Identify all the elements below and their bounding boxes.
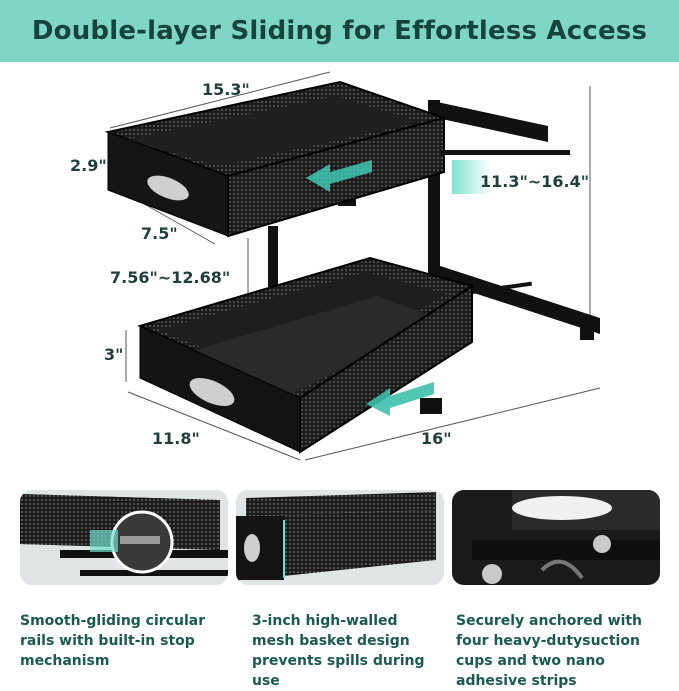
organizer-drawing (104, 71, 601, 461)
top-depth-label: 7.5" (141, 224, 178, 243)
bottom-width-label: 16" (421, 429, 452, 448)
suction-cup-drawing (452, 490, 660, 585)
top-height-label: 2.9" (70, 156, 107, 175)
rail-closeup-drawing (20, 490, 228, 585)
basket-wall-drawing (236, 490, 444, 585)
detail-image-basket-wall (236, 490, 444, 585)
detail-image-suction-cups (452, 490, 660, 585)
title-banner: Double-layer Sliding for Effortless Acce… (0, 0, 679, 62)
gap-height-label: 7.56"~12.68" (110, 268, 231, 287)
caption-suction-cups: Securely anchored with four heavy-dutysu… (456, 613, 643, 689)
caption-basket-wall: 3-inch high-walled mesh basket design pr… (252, 613, 425, 689)
caption-rails: Smooth-gliding circular rails with built… (20, 613, 206, 669)
bottom-depth-label: 11.8" (152, 429, 200, 448)
total-height-label: 11.3"~16.4" (480, 172, 590, 191)
page-title: Double-layer Sliding for Effortless Acce… (31, 16, 648, 46)
product-illustration: 15.3" 2.9" 7.5" 11.3"~16.4" 7.56"~12.68"… (0, 62, 679, 482)
bottom-height-label: 3" (104, 345, 124, 364)
detail-image-rails (20, 490, 228, 585)
top-width-label: 15.3" (202, 80, 250, 99)
